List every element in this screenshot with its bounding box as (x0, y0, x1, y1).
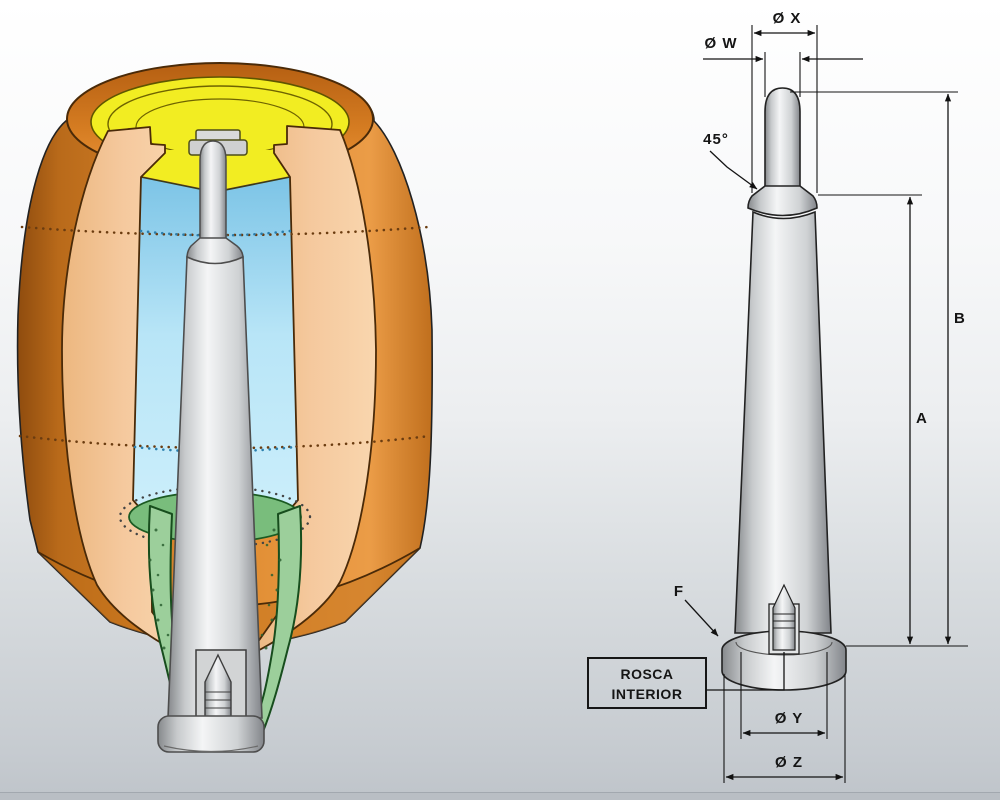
insert-seat-hidden-edge (118, 485, 312, 549)
stopper-rod-cutaway (157, 129, 265, 753)
drawing-pin (764, 87, 801, 189)
dim-dia-y-label: Ø Y (775, 710, 804, 727)
dim-dia-y: Ø Y (740, 652, 828, 739)
thread-note: ROSCA INTERIOR (587, 652, 785, 709)
dim-dia-x-label: Ø X (773, 10, 802, 27)
dim-dia-z: Ø Z (723, 674, 846, 783)
thread-note-line1: ROSCA (620, 666, 673, 682)
drawing-thread-stud (772, 583, 796, 651)
dim-a-label: A (916, 410, 928, 427)
dim-dia-w-label: Ø W (705, 35, 738, 52)
left-illustration (16, 62, 433, 753)
rod-flange-bottom-edge (163, 745, 259, 753)
angle-callout: 45° (703, 131, 758, 190)
thread-note-leader (706, 652, 785, 691)
dim-b: B (790, 91, 966, 645)
f-callout: F (674, 583, 719, 637)
drawing-taper-body (734, 210, 832, 634)
right-drawing: Ø X Ø W 45° B A (587, 10, 968, 783)
rod-body (167, 255, 263, 719)
f-label: F (674, 583, 684, 600)
angle-label: 45° (703, 131, 729, 148)
dim-a: A (818, 194, 928, 645)
thread-note-box (587, 657, 707, 709)
dim-b-label: B (954, 310, 966, 327)
page-bottom-border (0, 792, 1000, 800)
thread-note-line2: INTERIOR (612, 686, 683, 702)
dim-dia-z-label: Ø Z (775, 754, 803, 771)
rod-pin (199, 140, 227, 240)
drawing-shoulder (747, 185, 818, 217)
dim-dia-x: Ø X (751, 10, 818, 193)
rod-flange (157, 715, 265, 753)
dim-dia-w: Ø W (703, 35, 863, 97)
stopper-rod-drawing (721, 87, 847, 691)
hidden-line-lower-bore (133, 445, 297, 453)
